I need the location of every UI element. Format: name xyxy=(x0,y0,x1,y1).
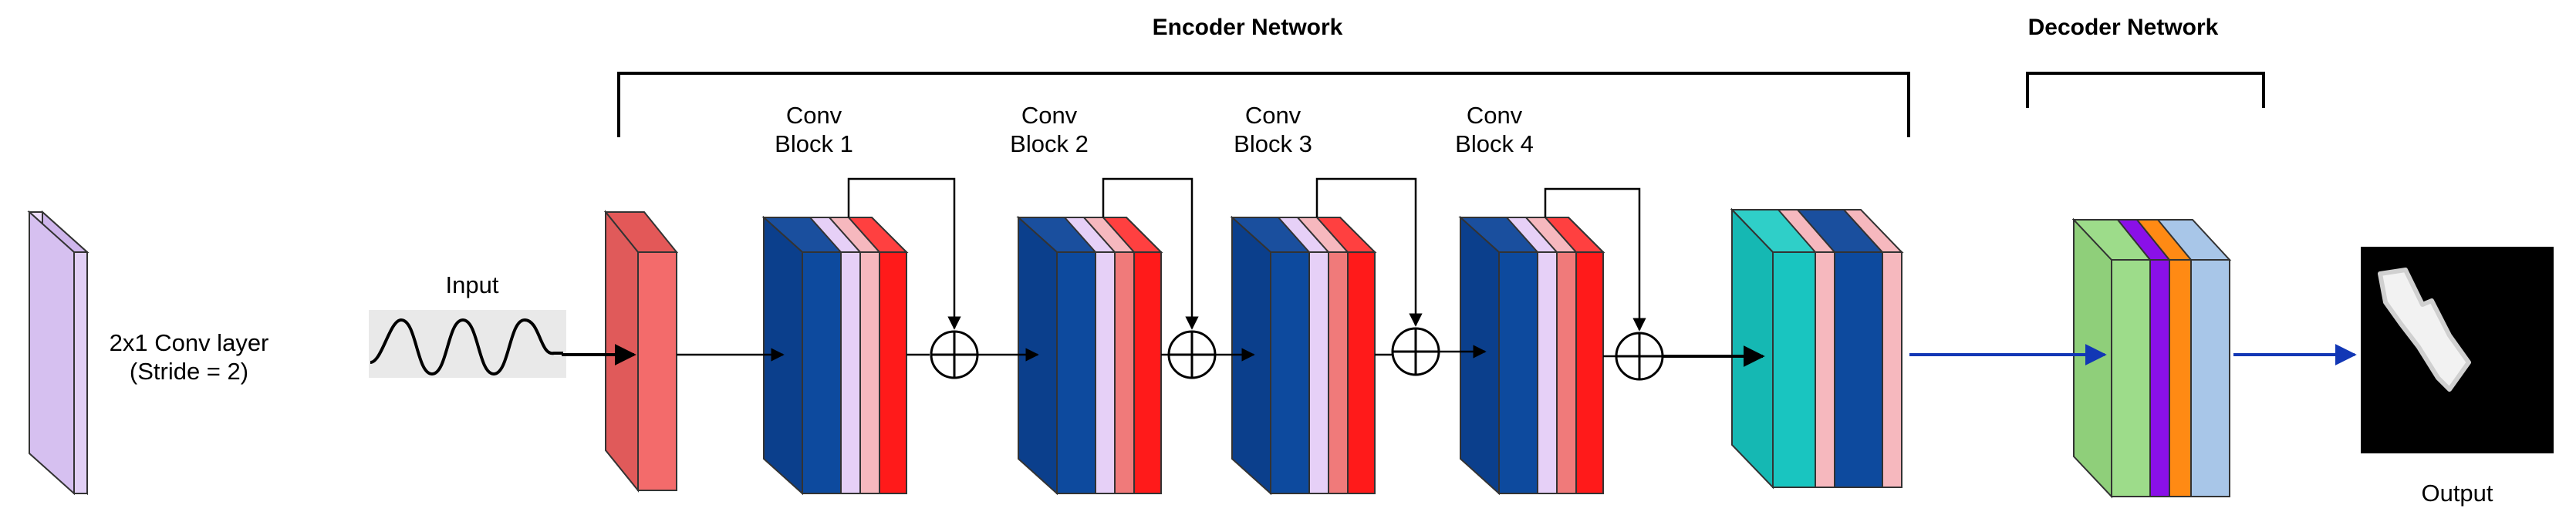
skip-connection-1 xyxy=(847,177,961,330)
block4-label-line1: Conv xyxy=(1467,102,1523,129)
conv-layer-label-line1: 2x1 Conv layer xyxy=(110,329,269,356)
input-waveform xyxy=(370,318,563,376)
block3-label-line2: Block 3 xyxy=(1234,130,1312,157)
encoder-output-layer xyxy=(1730,207,1904,490)
decoder-title: Decoder Network xyxy=(2028,15,2219,40)
input-label: Input xyxy=(446,271,499,298)
block2-label-line1: Conv xyxy=(1021,102,1078,129)
conv-block-4 xyxy=(1458,215,1605,496)
block4-label-line2: Block 4 xyxy=(1455,130,1534,157)
block1-label-line2: Block 1 xyxy=(775,130,853,157)
skip-connection-2 xyxy=(1102,177,1199,330)
decoder-layer xyxy=(2071,217,2232,499)
first-conv-layer xyxy=(603,210,679,493)
output-label: Output xyxy=(2421,480,2493,507)
block1-label-line1: Conv xyxy=(786,102,842,129)
skip-connection-4 xyxy=(1544,187,1646,332)
decoder-bracket xyxy=(2026,72,2265,108)
block2-label-line2: Block 2 xyxy=(1010,130,1089,157)
skip-connection-3 xyxy=(1315,177,1423,327)
conv-block-1 xyxy=(761,215,909,496)
output-mask-shape xyxy=(2378,268,2471,392)
encoder-title: Encoder Network xyxy=(1153,15,1343,40)
encoder-bracket xyxy=(617,72,1910,137)
conv-layer-label-line2: (Stride = 2) xyxy=(130,358,248,385)
block3-label-line1: Conv xyxy=(1245,102,1302,129)
conv-layer-slab xyxy=(27,210,89,496)
conv-block-2 xyxy=(1016,215,1163,496)
